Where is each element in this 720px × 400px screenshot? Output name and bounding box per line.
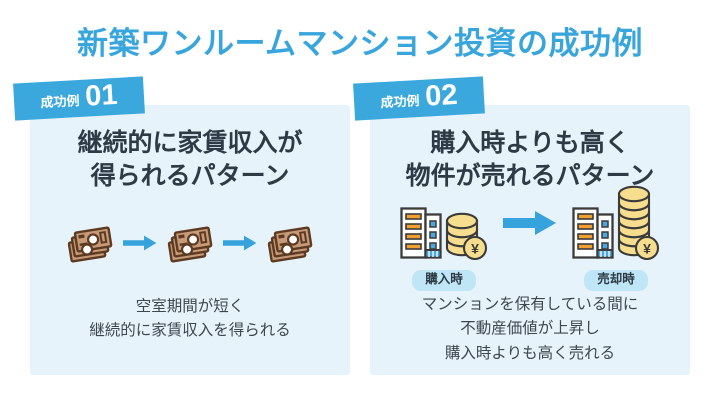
page-title: 新築ワンルームマンション投資の成功例 xyxy=(76,26,644,61)
money-stack-icon xyxy=(266,222,314,269)
stage-sale: ¥ 売却時 xyxy=(571,186,661,291)
badge-success-case-02: 成功例 02 xyxy=(353,76,485,121)
coin-stack-icon: ¥ xyxy=(443,212,489,265)
stage-label-sale: 売却時 xyxy=(584,270,648,291)
arrow-right-icon xyxy=(223,235,257,256)
arrow-right-icon xyxy=(123,235,157,256)
arrow-right-icon xyxy=(503,210,557,241)
money-stack-icon xyxy=(166,222,214,269)
success-case-panel-01: 継続的に家賃収入が 得られるパターン xyxy=(30,105,350,375)
stage-label-purchase: 購入時 xyxy=(412,270,476,291)
caption-line: 空室期間が短く xyxy=(135,298,245,315)
heading-line: 得られるパターン xyxy=(90,162,290,191)
panel-caption-02: マンションを保有している間に 不動産価値が上昇し 購入時よりも高く売れる xyxy=(370,293,690,366)
svg-text:¥: ¥ xyxy=(643,241,651,257)
caption-line: 購入時よりも高く売れる xyxy=(444,344,616,362)
badge-number: 02 xyxy=(424,78,459,113)
heading-line: 物件が売れるパターン xyxy=(405,162,655,191)
illustration-building-value-growth: ¥ 購入時 xyxy=(370,186,690,291)
badge-success-case-01: 成功例 01 xyxy=(13,76,145,121)
panel-heading-01: 継続的に家賃収入が 得られるパターン xyxy=(30,127,350,194)
heading-line: 購入時よりも高く xyxy=(430,129,630,157)
coin-stack-icon: ¥ xyxy=(615,180,661,265)
success-case-panel-02: 購入時よりも高く 物件が売れるパターン xyxy=(370,105,690,375)
svg-text:¥: ¥ xyxy=(471,241,479,257)
yen-coin-icon: ¥ xyxy=(462,236,488,261)
panel-caption-01: 空室期間が短く 継続的に家賃収入を得られる xyxy=(30,295,350,344)
badge-label: 成功例 xyxy=(40,92,80,111)
badge-number: 01 xyxy=(84,78,119,113)
panel-heading-02: 購入時よりも高く 物件が売れるパターン xyxy=(370,127,690,194)
building-icon xyxy=(399,200,443,265)
stage-purchase: ¥ 購入時 xyxy=(399,193,489,291)
yen-coin-icon: ¥ xyxy=(634,236,660,261)
badge-label: 成功例 xyxy=(380,92,420,111)
heading-line: 継続的に家賃収入が xyxy=(77,129,303,157)
money-stack-icon xyxy=(66,222,114,269)
caption-line: マンションを保有している間に xyxy=(421,296,639,313)
illustration-money-progression xyxy=(30,205,350,285)
caption-line: 不動産価値が上昇し xyxy=(460,320,600,338)
building-icon xyxy=(571,200,615,265)
caption-line: 継続的に家賃収入を得られる xyxy=(89,322,291,340)
